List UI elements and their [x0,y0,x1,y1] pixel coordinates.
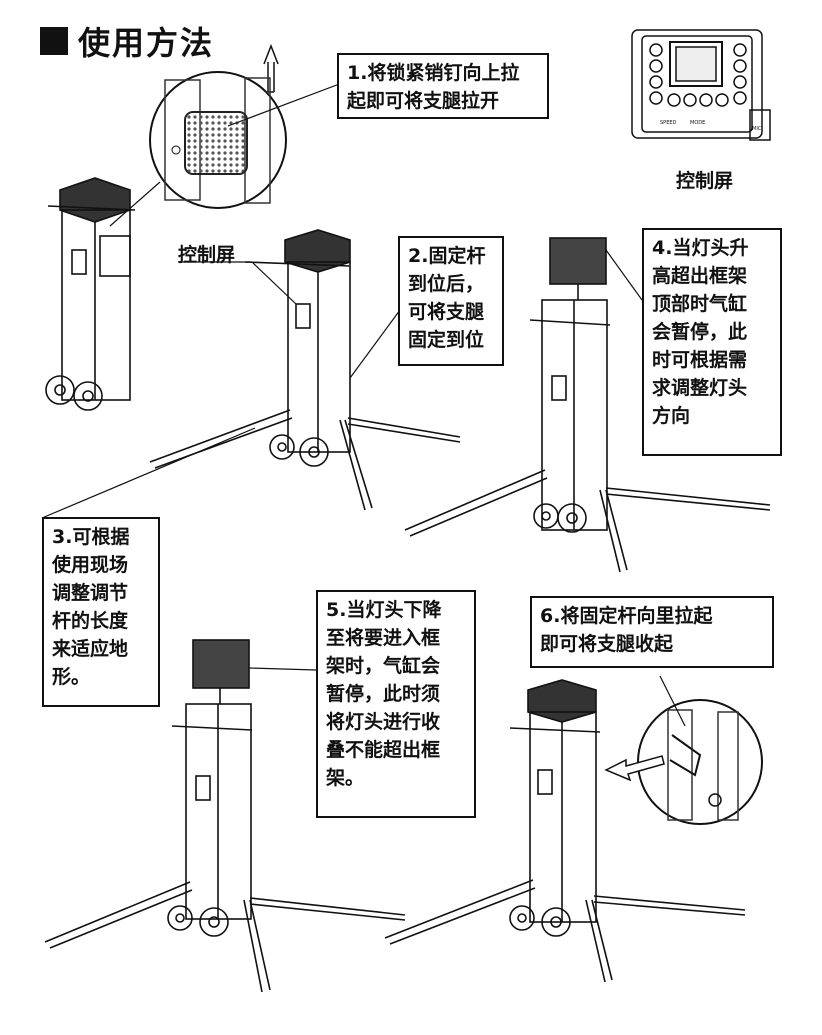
panel-text-speed: SPEED [660,120,677,126]
control-panel [631,29,771,141]
detail-circle-pin [149,71,287,209]
step-2-box: 2.固定杆 到位后， 可将支腿 固定到位 [398,236,504,366]
control-panel-label: 控制屏 [676,170,734,192]
up-arrow-icon [263,43,279,93]
left-arrow-icon [604,755,665,782]
panel-text-mode: MODE [690,120,705,126]
step-4-box: 4.当灯头升 高超出框架 顶部时气缸 会暂停，此 时可根据需 求调整灯头 方向 [642,228,782,456]
page-title: 使用方法 [40,18,214,64]
step-3-box: 3.可根据 使用现场 调整调节 杆的长度 来适应地 形。 [42,517,160,707]
machine-legs-folding [384,679,746,983]
step-5-box: 5.当灯头下降 至将要进入框 架时，气缸会 暂停，此时须 将灯头进行收 叠不能超… [316,590,476,818]
machine-folded [45,177,136,411]
panel-text-mic: MIC [752,126,762,132]
machine-legs-open [149,229,461,511]
title-square-icon [40,27,68,55]
step-6-box: 6.将固定杆向里拉起 即可将支腿收起 [530,596,774,668]
detail-circle-lever [637,699,763,825]
control-panel-callout-label: 控制屏 [178,244,236,266]
machine-head-lowered [44,639,406,993]
machine-head-raised [404,237,771,573]
step-1-box: 1.将锁紧销钉向上拉 起即可将支腿拉开 [337,53,549,119]
